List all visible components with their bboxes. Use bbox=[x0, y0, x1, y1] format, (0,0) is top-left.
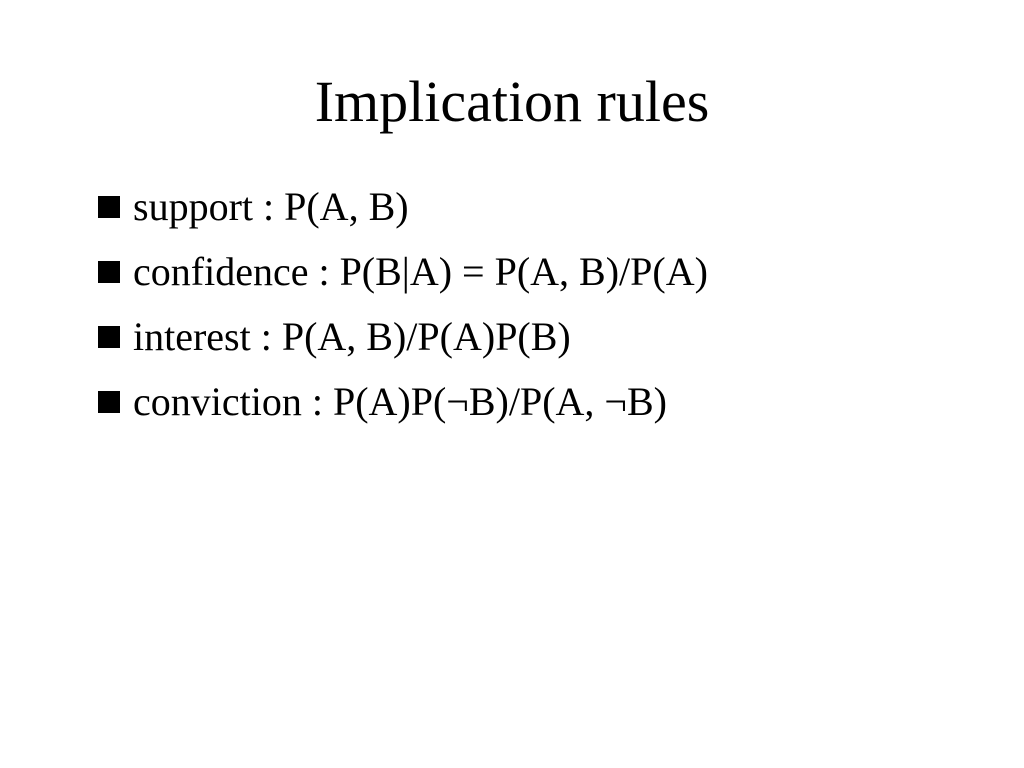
bullet-item-confidence: confidence : P(B|A) = P(A, B)/P(A) bbox=[98, 248, 708, 296]
bullet-text: support : P(A, B) bbox=[133, 184, 409, 229]
bullet-item-interest: interest : P(A, B)/P(A)P(B) bbox=[98, 313, 708, 361]
bullet-text: interest : P(A, B)/P(A)P(B) bbox=[133, 314, 571, 359]
square-bullet-icon bbox=[98, 326, 120, 348]
square-bullet-icon bbox=[98, 261, 120, 283]
bullet-text: confidence : P(B|A) = P(A, B)/P(A) bbox=[133, 249, 708, 294]
bullet-item-conviction: conviction : P(A)P(¬B)/P(A, ¬B) bbox=[98, 378, 708, 426]
square-bullet-icon bbox=[98, 391, 120, 413]
square-bullet-icon bbox=[98, 196, 120, 218]
bullet-item-support: support : P(A, B) bbox=[98, 183, 708, 231]
bullet-text: conviction : P(A)P(¬B)/P(A, ¬B) bbox=[133, 379, 667, 424]
slide-title: Implication rules bbox=[314, 69, 710, 134]
bullet-list: support : P(A, B) confidence : P(B|A) = … bbox=[98, 183, 708, 443]
